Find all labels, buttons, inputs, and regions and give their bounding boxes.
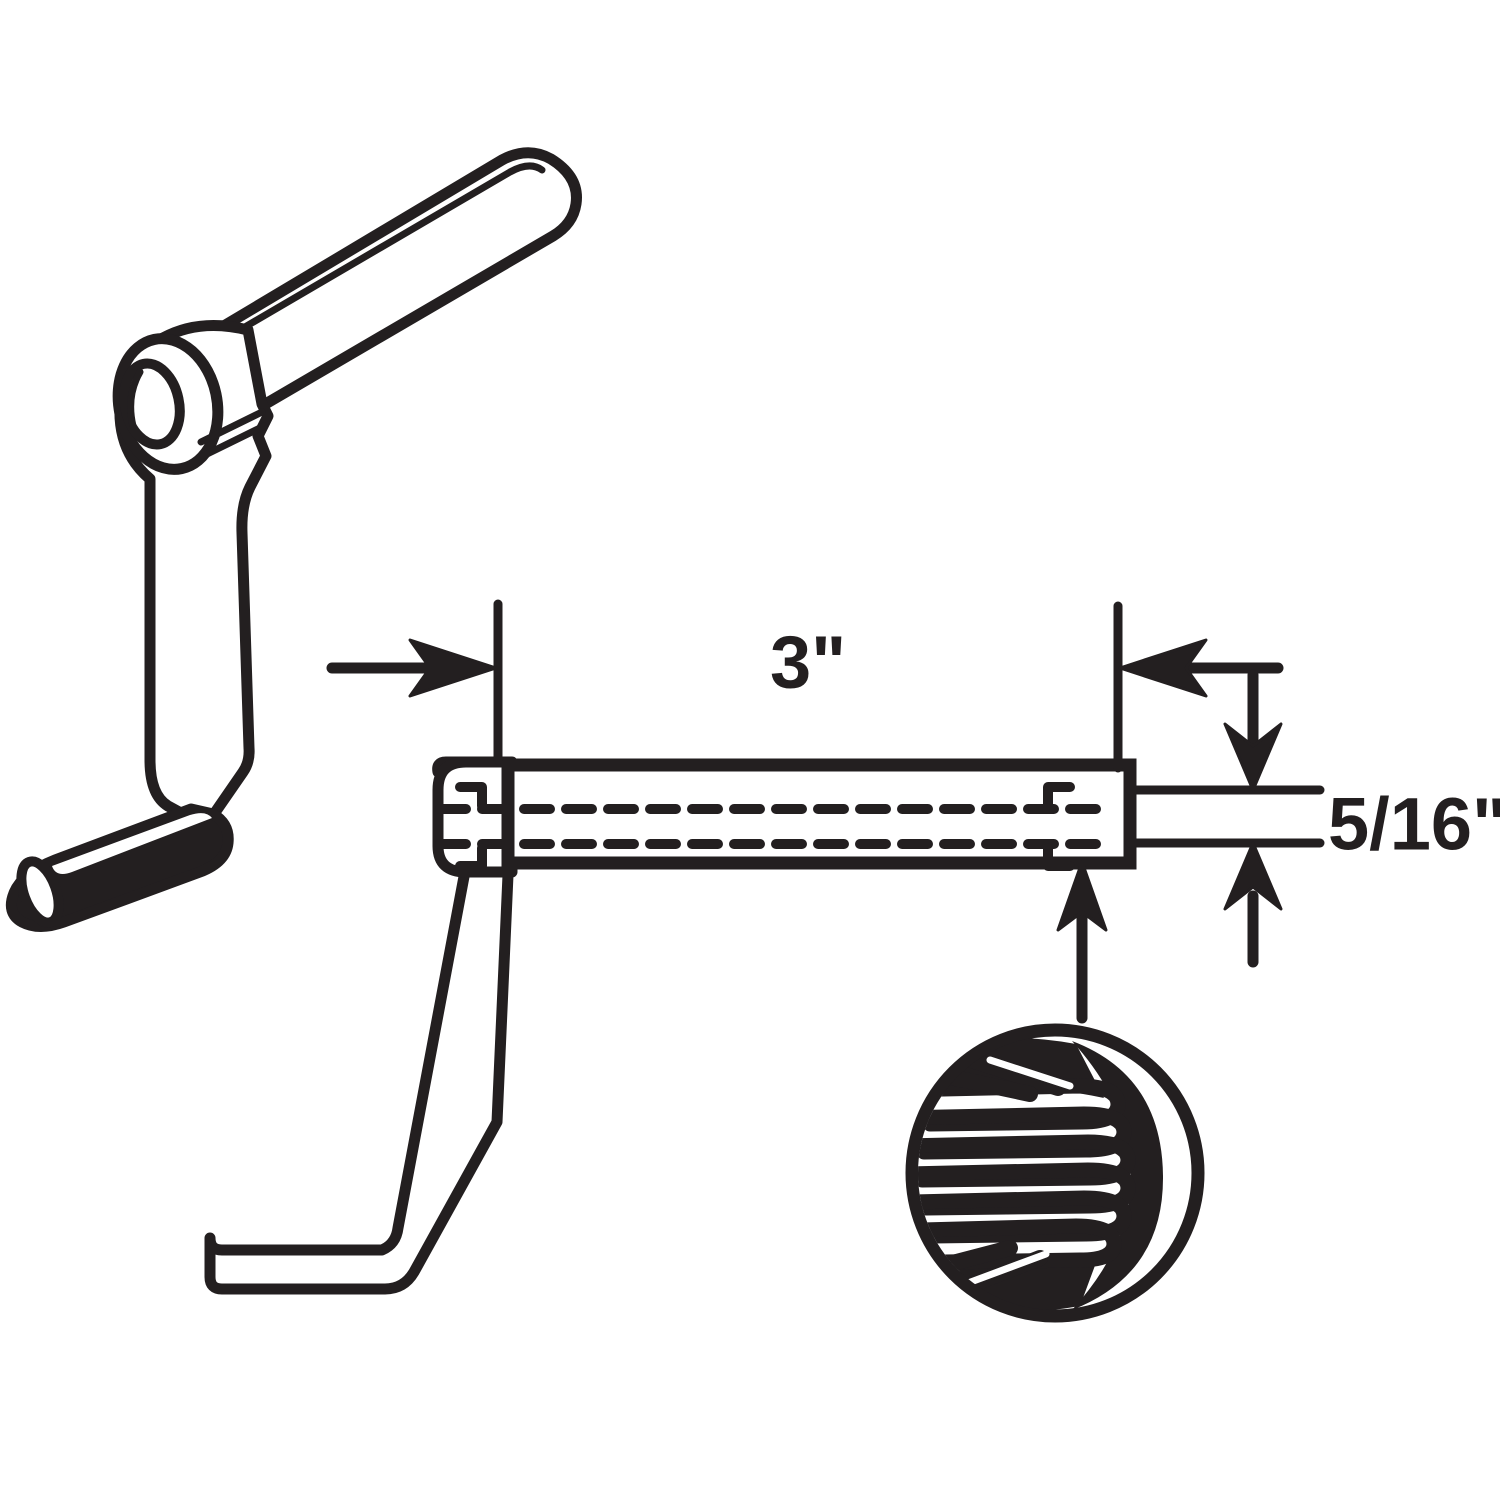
diameter-top-arrow-head bbox=[1223, 722, 1283, 792]
profile-right-bracket-lower bbox=[1043, 843, 1075, 871]
iso-handle-highlight bbox=[234, 162, 546, 335]
iso-rib-line-2 bbox=[199, 422, 268, 460]
dimension-shaft-diameter: 5/16" bbox=[1125, 669, 1500, 968]
dimension-label-diameter: 5/16" bbox=[1328, 783, 1500, 866]
detail-view bbox=[905, 860, 1205, 1323]
spline-relief-gaps bbox=[956, 1056, 1074, 1290]
profile-view bbox=[204, 756, 1137, 1295]
iso-rib-line-1 bbox=[197, 408, 266, 446]
spline-pattern-group bbox=[918, 1037, 1164, 1310]
profile-right-bracket-upper bbox=[1043, 782, 1075, 811]
iso-hub-bore-lip bbox=[127, 368, 144, 430]
iso-grip-highlight bbox=[52, 813, 212, 874]
left-dim-arrow-head bbox=[408, 638, 498, 698]
spline-end-crescent bbox=[1072, 1041, 1164, 1310]
profile-left-bracket-upper bbox=[455, 782, 487, 811]
isometric-view bbox=[5, 147, 582, 932]
spline-ridge-lines bbox=[918, 1078, 1136, 1270]
spline-detail-leader-arrow bbox=[1056, 860, 1108, 932]
profile-arm-head bbox=[432, 756, 518, 878]
iso-handle-bar bbox=[206, 147, 582, 412]
dimension-label-length: 3" bbox=[770, 621, 846, 704]
profile-left-bracket-lower bbox=[455, 843, 487, 871]
right-dim-arrow-head bbox=[1118, 638, 1208, 698]
dimension-shaft-length: 3" bbox=[326, 599, 1284, 773]
iso-grip-end-face bbox=[16, 856, 64, 928]
diameter-bottom-arrow-head bbox=[1223, 841, 1283, 911]
